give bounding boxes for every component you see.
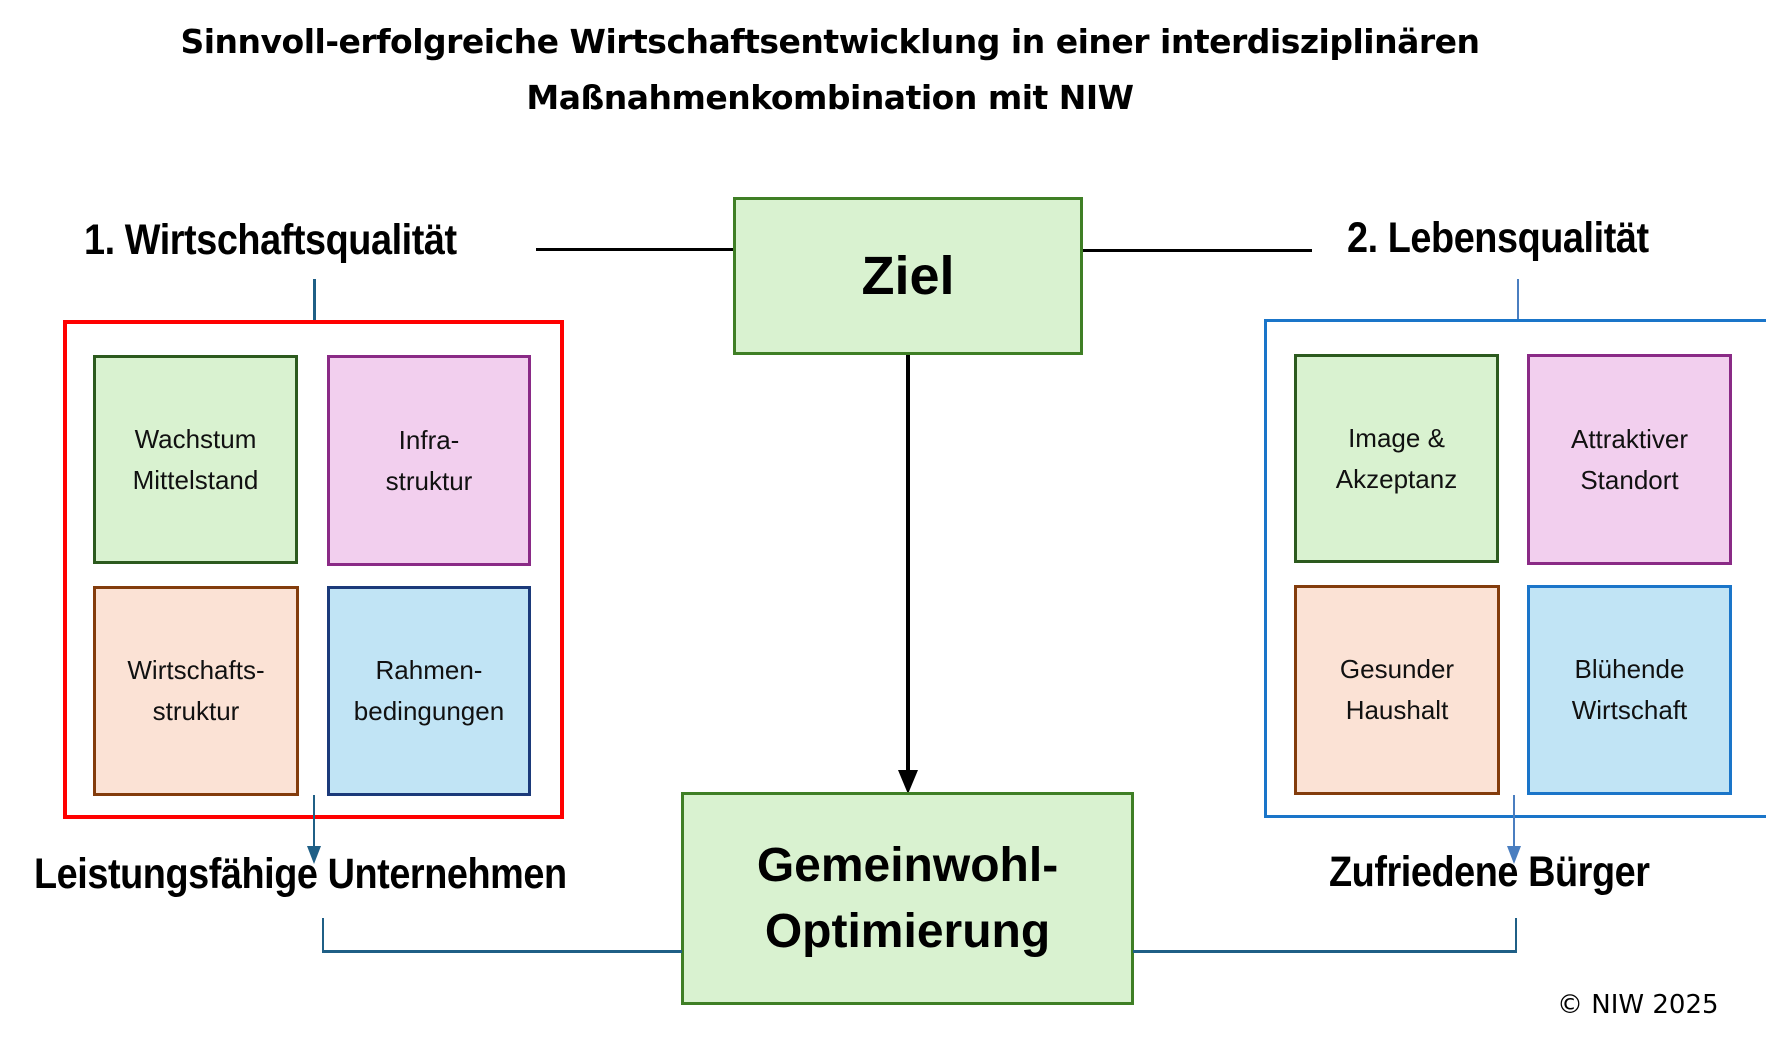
diagram-title-line-1: Sinnvoll-erfolgreiche Wirtschaftsentwick… xyxy=(180,22,1480,61)
right-container xyxy=(1264,319,1766,818)
right-heading: 2. Lebensqualität xyxy=(1347,214,1649,262)
connector-goal-to-right xyxy=(1082,249,1312,252)
left-cell-rahmenbedingungen: Rahmen- bedingungen xyxy=(327,586,531,796)
arrow-down-icon xyxy=(307,846,321,864)
copyright-notice: © NIW 2025 xyxy=(1557,990,1719,1020)
result-box: Gemeinwohl- Optimierung xyxy=(681,792,1134,1005)
left-outcome: Leistungsfähige Unternehmen xyxy=(34,850,567,898)
right-heading-stub xyxy=(1517,279,1519,320)
arrow-down-icon xyxy=(1507,846,1521,864)
goal-box: Ziel xyxy=(733,197,1083,355)
goal-label: Ziel xyxy=(861,246,955,306)
arrow-right-to-outcome-shaft xyxy=(1513,795,1515,850)
connector-right-outcome-vertical xyxy=(1515,918,1517,953)
right-cell-image-akzeptanz: Image & Akzeptanz xyxy=(1294,354,1499,563)
left-heading-stub xyxy=(313,279,316,321)
arrow-goal-to-result-shaft xyxy=(906,355,910,775)
connector-left-outcome-vertical xyxy=(322,918,324,953)
arrow-left-to-outcome-shaft xyxy=(313,795,315,850)
left-cell-wirtschaftsstruktur: Wirtschafts- struktur xyxy=(93,586,299,796)
left-heading: 1. Wirtschaftsqualität xyxy=(84,216,457,264)
right-outcome: Zufriedene Bürger xyxy=(1329,848,1650,896)
arrow-down-icon xyxy=(898,770,918,794)
right-cell-gesunder-haushalt: Gesunder Haushalt xyxy=(1294,585,1500,795)
diagram-title-line-2: Maßnahmenkombination mit NIW xyxy=(526,78,1134,117)
connector-left-outcome-horizontal xyxy=(322,950,682,953)
right-cell-bluehende-wirtschaft: Blühende Wirtschaft xyxy=(1527,585,1732,795)
left-cell-infrastruktur: Infra- struktur xyxy=(327,355,531,566)
connector-left-to-goal xyxy=(536,248,733,251)
result-label: Gemeinwohl- Optimierung xyxy=(756,838,1059,958)
right-cell-attraktiver-standort: Attraktiver Standort xyxy=(1527,354,1732,565)
left-cell-wachstum-mittelstand: Wachstum Mittelstand xyxy=(93,355,298,564)
connector-right-outcome-horizontal xyxy=(1133,950,1517,953)
